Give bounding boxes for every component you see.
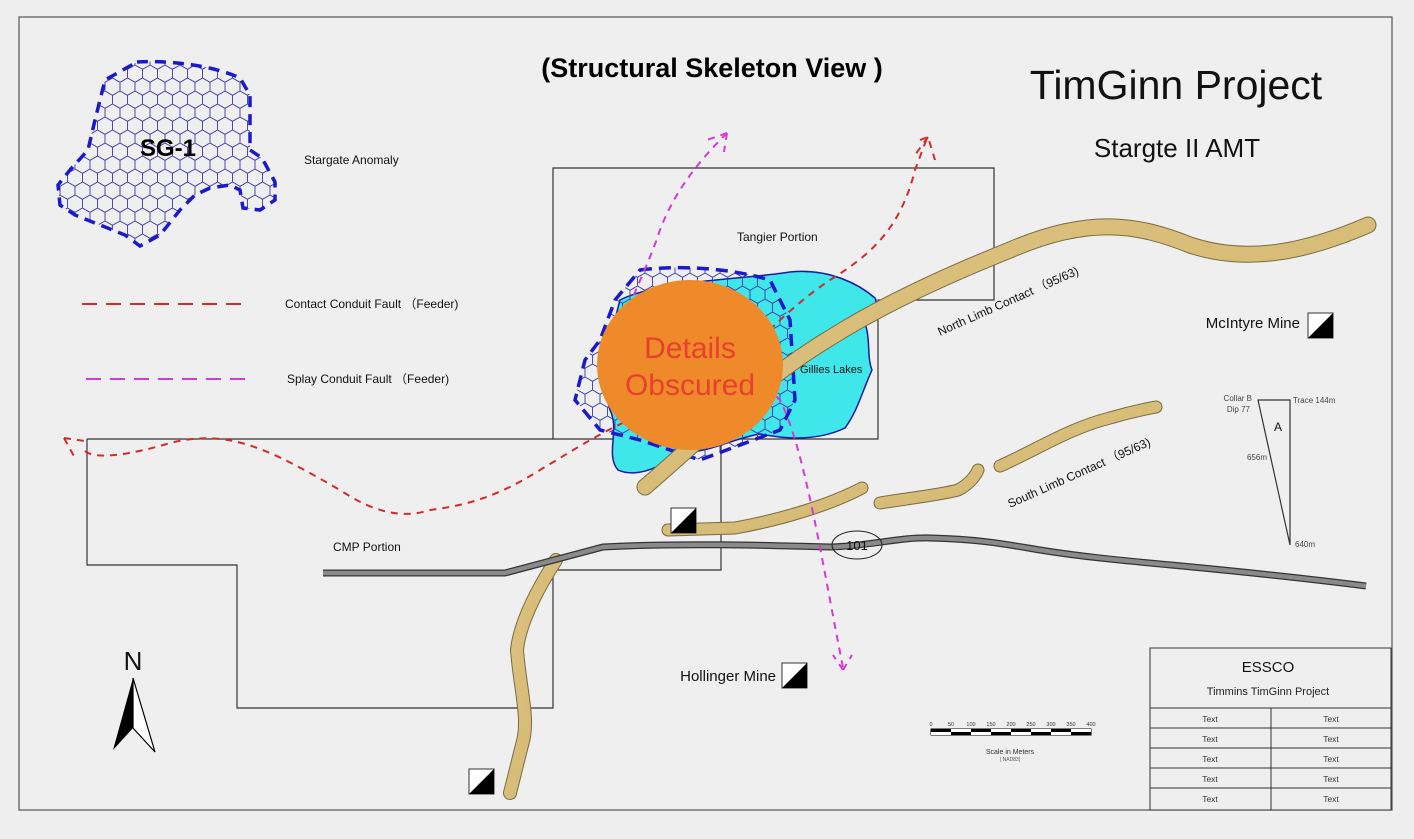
cmp-portion-label: CMP Portion (333, 540, 401, 554)
scale-segment (1051, 729, 1071, 732)
south-limb-seg1 (662, 482, 868, 536)
scale-segment (991, 732, 1011, 735)
dip-label: Dip 77 (1227, 405, 1251, 414)
hypotenuse-length: 656m (1247, 453, 1267, 462)
collar-label: Collar B (1224, 394, 1252, 403)
scale-tick-label: 350 (1066, 722, 1075, 728)
mine-symbol-south (468, 768, 495, 795)
road-number: 101 (846, 538, 868, 553)
scale-segment (991, 729, 1011, 732)
highway-101: 101 (323, 530, 1367, 590)
obscured-text-line1: Details (644, 332, 736, 365)
scale-segment (971, 732, 991, 735)
section-a-label: A (1274, 420, 1282, 434)
south-limb-seg2 (874, 464, 984, 509)
scale-bar: 0 50 100 150 200 250 300 350 400 (929, 722, 1096, 736)
title-block-project: Timmins TimGinn Project (1207, 686, 1329, 698)
scale-segment (951, 732, 971, 735)
hollinger-mine-label: Hollinger Mine (680, 668, 776, 685)
project-title: TimGinn Project (1030, 62, 1323, 108)
road-shield (831, 530, 883, 560)
obscured-text-line2: Obscured (625, 369, 755, 402)
obscured-overlay: Details Obscured (597, 280, 783, 450)
scale-segment (1011, 729, 1031, 732)
scale-tick-label: 150 (986, 722, 995, 728)
title-block-cell: Text (1202, 754, 1218, 764)
scale-tick-label: 200 (1006, 722, 1015, 728)
scale-segment (1031, 729, 1051, 732)
scale-tick-label: 0 (929, 722, 932, 728)
scale-segment (951, 729, 971, 732)
title-block-cell: Text (1202, 734, 1218, 744)
north-arrow: N (113, 646, 156, 753)
scale-tick-label: 50 (948, 722, 954, 728)
title-block-cell: Text (1323, 714, 1339, 724)
mcintyre-mine: McIntyre Mine (1206, 312, 1334, 339)
hollinger-band (504, 554, 562, 799)
drillhole-section: Collar B Dip 77 Trace 144m A 656m 640m (1224, 394, 1336, 549)
hollinger-mine: Hollinger Mine (680, 662, 808, 689)
title-block-cell: Text (1323, 754, 1339, 764)
scale-segment (931, 732, 951, 735)
view-title: (Structural Skeleton View ) (541, 53, 883, 83)
scale-segment (931, 729, 951, 732)
anomaly-legend-label: Stargate Anomaly (304, 153, 399, 167)
legend-anomaly: SG-1 Stargate Anomaly (56, 59, 399, 249)
scale-tick-label: 300 (1046, 722, 1055, 728)
mcintyre-mine-label: McIntyre Mine (1206, 315, 1300, 332)
company-name: ESSCO (1242, 659, 1295, 676)
scale-segment (1071, 732, 1091, 735)
cmp-outline (86, 438, 722, 709)
survey-subtitle: Stargte II AMT (1094, 133, 1260, 163)
scale-segment (971, 729, 991, 732)
title-block-cell: Text (1323, 734, 1339, 744)
scale-datum: ( NAD83) (1000, 757, 1021, 763)
sg1-tag: SG-1 (140, 135, 196, 162)
contact-fault-legend-label: Contact Conduit Fault （Feeder) (285, 297, 458, 311)
title-block-cell: Text (1323, 794, 1339, 804)
scale-segment (1011, 732, 1031, 735)
scale-tick-label: 250 (1026, 722, 1035, 728)
north-arrow-icon (113, 678, 133, 750)
title-block-cell: Text (1202, 774, 1218, 784)
scale-tick-label: 400 (1086, 722, 1095, 728)
scale-segment (1031, 732, 1051, 735)
south-limb-seg3 (994, 401, 1162, 472)
trace-label: Trace 144m (1293, 396, 1336, 405)
sg1-anomaly-symbol (56, 59, 277, 249)
title-block-cell: Text (1202, 714, 1218, 724)
splay-fault-legend-label: Splay Conduit Fault （Feeder) (287, 372, 449, 386)
title-block-cell: Text (1202, 794, 1218, 804)
mine-symbol-cmp (670, 507, 697, 534)
scale-segment (1071, 729, 1091, 732)
gillies-lakes-label: Gillies Lakes (800, 364, 863, 376)
tangier-portion-label: Tangier Portion (737, 230, 818, 244)
contact-conduit-fault (63, 135, 936, 515)
scale-title: Scale in Meters (986, 749, 1035, 756)
north-label: N (124, 646, 143, 676)
title-block-cell: Text (1323, 774, 1339, 784)
scale-tick-label: 100 (966, 722, 975, 728)
scale-segment (1051, 732, 1071, 735)
depth-label: 640m (1295, 540, 1315, 549)
property-outlines (86, 167, 995, 709)
